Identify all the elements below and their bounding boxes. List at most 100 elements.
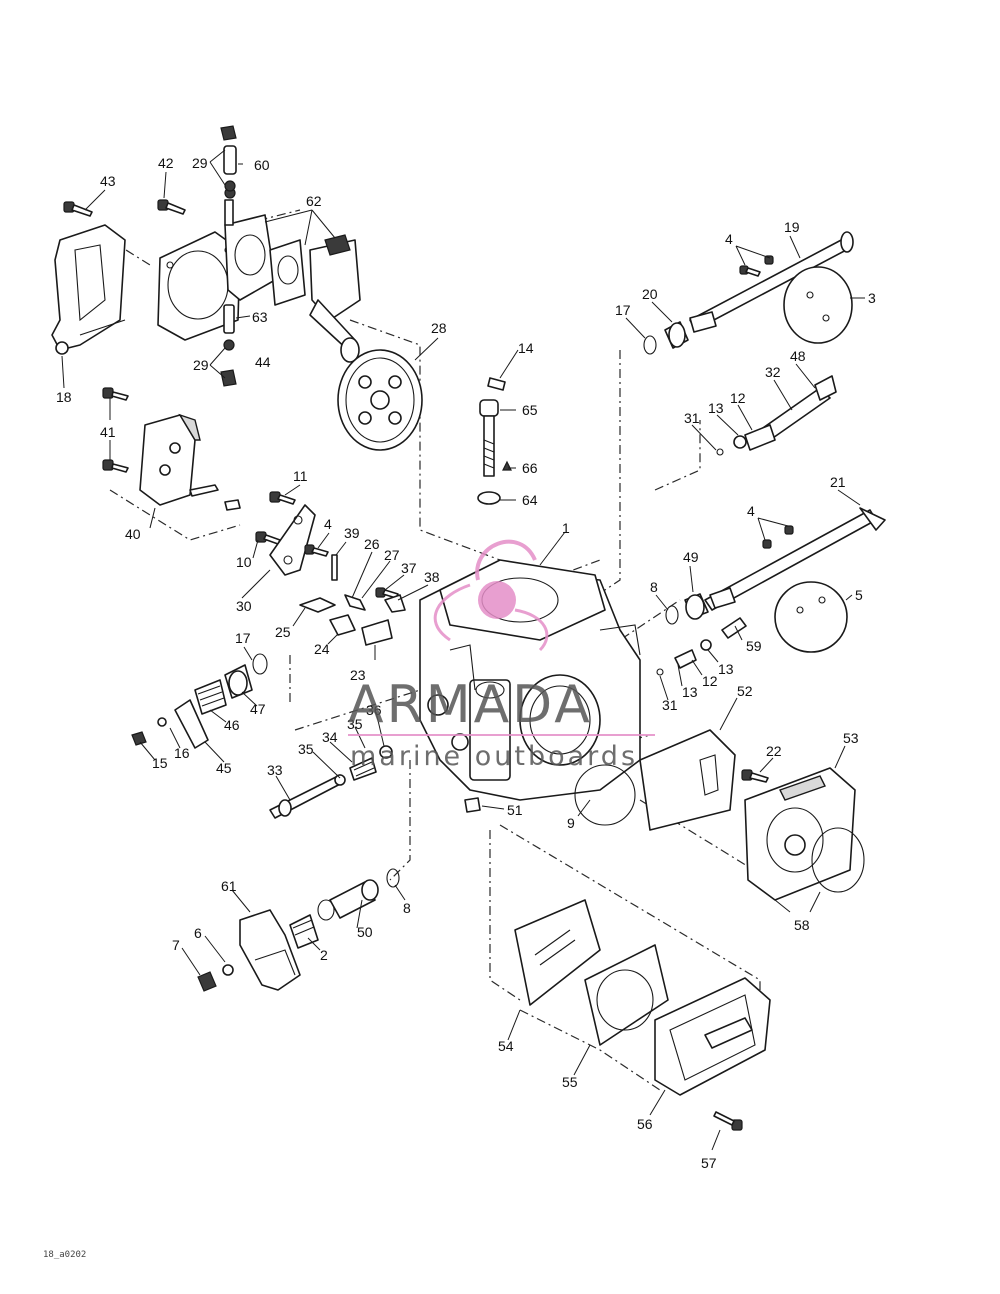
callout-label: 12 bbox=[730, 390, 746, 406]
carburetor-body-part-1 bbox=[419, 559, 641, 813]
callout-label: 37 bbox=[401, 560, 417, 576]
callout-label: 8 bbox=[403, 900, 411, 916]
callout-label: 52 bbox=[737, 683, 753, 699]
pin-part-60 bbox=[220, 125, 237, 192]
pump-cover-part-53 bbox=[741, 767, 865, 901]
callout-label: 65 bbox=[522, 402, 538, 418]
callout-label: 21 bbox=[830, 474, 846, 490]
callout-label: 7 bbox=[172, 937, 180, 953]
callout-label: 29 bbox=[192, 155, 208, 171]
callout-label: 38 bbox=[424, 569, 440, 585]
assembly-guide-lines bbox=[109, 209, 771, 1091]
callout-label: 31 bbox=[662, 697, 678, 713]
callout-label: 4 bbox=[725, 231, 733, 247]
throttle-lever-assembly bbox=[224, 187, 361, 363]
callout-label: 42 bbox=[158, 155, 174, 171]
callout-label: 33 bbox=[267, 762, 283, 778]
callout-label: 43 bbox=[100, 173, 116, 189]
lever-part-61 bbox=[197, 868, 400, 992]
throttle-shaft-part-19 bbox=[643, 231, 854, 355]
needle-assembly-upper bbox=[716, 375, 837, 456]
callout-label: 2 bbox=[320, 947, 328, 963]
plate-part-30 bbox=[255, 491, 316, 576]
cover-part-40 bbox=[102, 387, 241, 511]
callout-label: 17 bbox=[235, 630, 251, 646]
callout-label: 47 bbox=[250, 701, 266, 717]
cover-part-56 bbox=[654, 977, 771, 1131]
armada-watermark: ARMADA marine outboards bbox=[348, 539, 655, 772]
callout-label: 53 bbox=[843, 730, 859, 746]
callout-label: 11 bbox=[293, 468, 308, 484]
callout-label: 17 bbox=[615, 302, 631, 318]
screw-part-43 bbox=[63, 201, 93, 217]
callout-label: 49 bbox=[683, 549, 699, 565]
callout-label: 40 bbox=[125, 526, 141, 542]
callout-label: 57 bbox=[701, 1155, 717, 1171]
center-screw-stack bbox=[477, 377, 512, 505]
callout-label: 58 bbox=[794, 917, 810, 933]
callout-label: 30 bbox=[236, 598, 252, 614]
callout-label: 34 bbox=[322, 729, 338, 745]
callout-label: 10 bbox=[236, 554, 252, 570]
callout-label: 9 bbox=[567, 815, 575, 831]
callout-label: 5 bbox=[855, 587, 863, 603]
needle-assembly-lower bbox=[656, 617, 747, 676]
callout-label: 19 bbox=[784, 219, 800, 235]
callout-label: 13 bbox=[718, 661, 734, 677]
callout-label: 16 bbox=[174, 745, 190, 761]
callout-label: 14 bbox=[518, 340, 534, 356]
callout-label: 35 bbox=[347, 716, 363, 732]
callout-label: 50 bbox=[357, 924, 373, 940]
callout-label: 35 bbox=[298, 741, 314, 757]
callout-label: 4 bbox=[324, 516, 332, 532]
callout-label: 26 bbox=[364, 536, 380, 552]
leader-lines bbox=[61, 149, 865, 1151]
watermark-brand: ARMADA bbox=[348, 675, 593, 735]
callout-label: 46 bbox=[224, 717, 240, 733]
gasket-part-54 bbox=[514, 899, 601, 1006]
callout-label: 62 bbox=[306, 193, 322, 209]
gasket-part-52 bbox=[574, 729, 736, 831]
callout-label: 55 bbox=[562, 1074, 578, 1090]
diaphragm-part-55 bbox=[584, 944, 669, 1046]
callout-label: 32 bbox=[765, 364, 781, 380]
callout-label: 41 bbox=[100, 424, 116, 440]
callout-label: 13 bbox=[682, 684, 698, 700]
screw-part-42 bbox=[157, 199, 186, 215]
callout-label: 3 bbox=[868, 290, 876, 306]
bracket-part-18 bbox=[51, 224, 126, 355]
callout-label: 8 bbox=[650, 579, 658, 595]
callout-label: 66 bbox=[522, 460, 538, 476]
left-side-lever-parts bbox=[131, 653, 268, 749]
callout-label: 20 bbox=[642, 286, 658, 302]
callout-label: 36 bbox=[366, 702, 382, 718]
figure-reference-code: 18_a0202 bbox=[43, 1250, 86, 1260]
callout-labels: 43 42 29 60 62 63 29 44 18 28 41 40 11 1… bbox=[56, 155, 876, 1171]
callout-label: 13 bbox=[708, 400, 724, 416]
mixture-needle-part-33 bbox=[269, 745, 393, 819]
callout-label: 22 bbox=[766, 743, 782, 759]
callout-label: 63 bbox=[252, 309, 268, 325]
callout-label: 28 bbox=[431, 320, 447, 336]
callout-label: 1 bbox=[562, 520, 570, 536]
callout-label: 12 bbox=[702, 673, 718, 689]
callout-label: 27 bbox=[384, 547, 400, 563]
callout-label: 59 bbox=[746, 638, 762, 654]
armada-logo-mark bbox=[433, 539, 549, 652]
callout-label: 24 bbox=[314, 641, 330, 657]
callout-label: 23 bbox=[350, 667, 366, 683]
diaphragm-part-28 bbox=[337, 349, 423, 451]
callout-label: 25 bbox=[275, 624, 291, 640]
idle-needle-parts bbox=[299, 544, 406, 646]
callout-label: 64 bbox=[522, 492, 538, 508]
callout-label: 6 bbox=[194, 925, 202, 941]
callout-label: 61 bbox=[221, 878, 237, 894]
callout-label: 56 bbox=[637, 1116, 653, 1132]
callout-label: 44 bbox=[255, 354, 271, 370]
callout-label: 60 bbox=[254, 157, 270, 173]
callout-label: 4 bbox=[747, 503, 755, 519]
callout-label: 39 bbox=[344, 525, 360, 541]
callout-label: 45 bbox=[216, 760, 232, 776]
callout-label: 54 bbox=[498, 1038, 514, 1054]
